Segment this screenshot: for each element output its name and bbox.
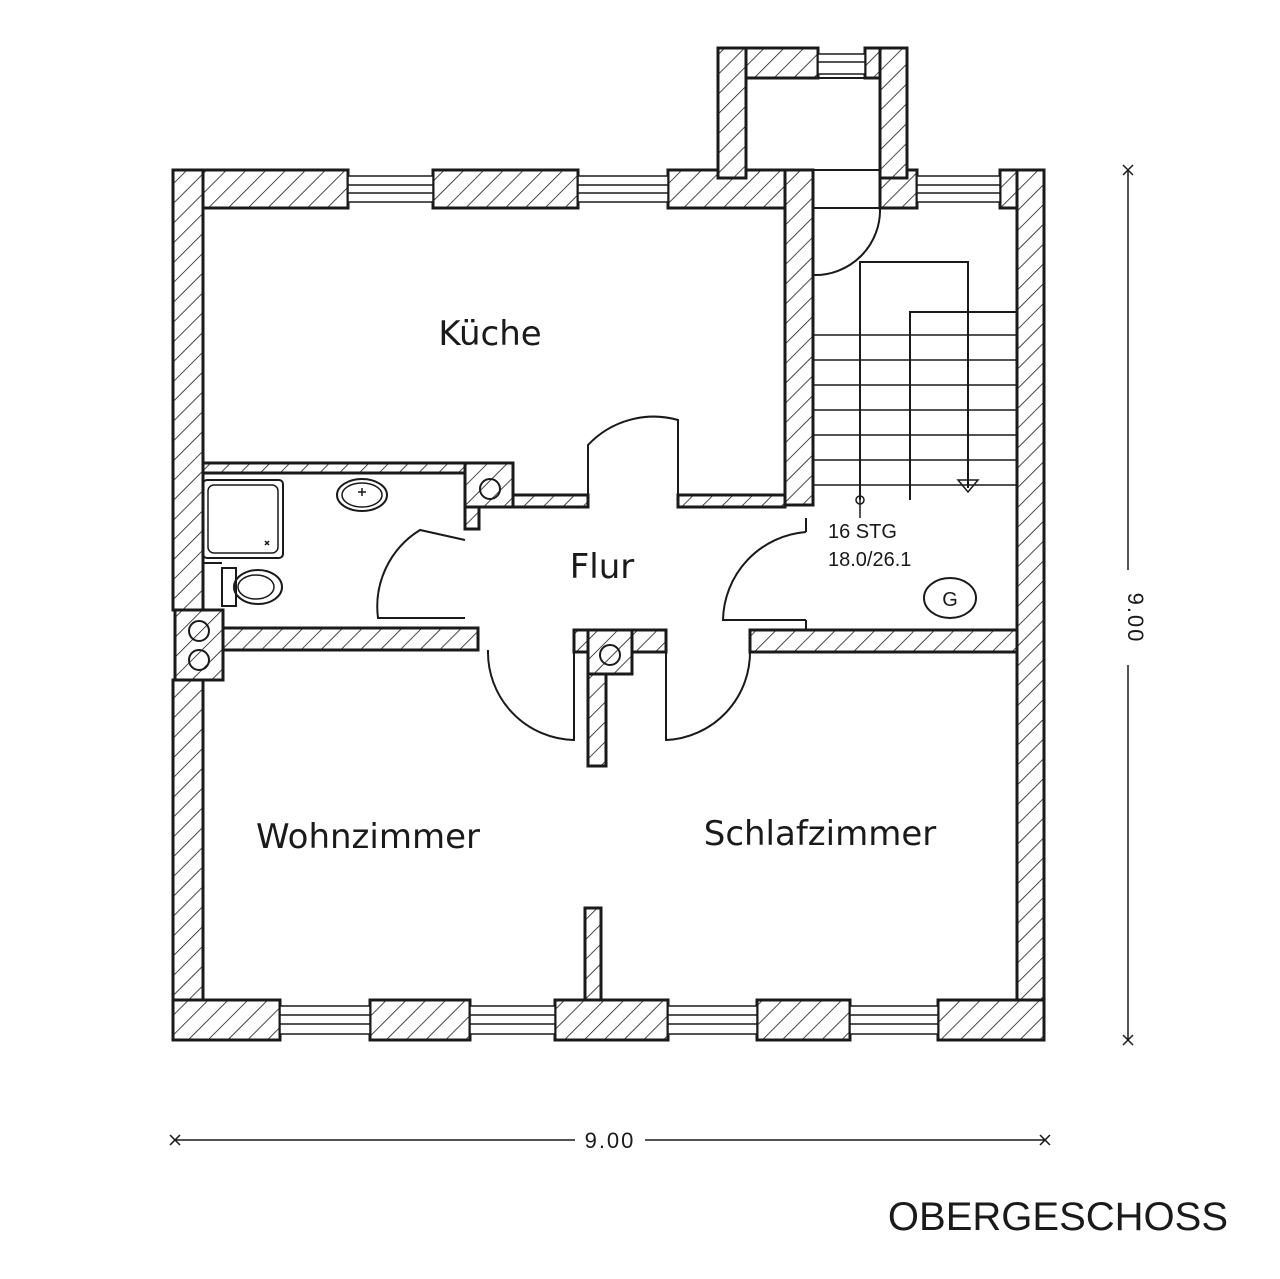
- dimension-height-label: 9.00: [1123, 593, 1148, 644]
- room-label-wohnzimmer: Wohnzimmer: [256, 817, 480, 857]
- annex: [716, 46, 909, 180]
- stair-steps-label: 16 STG: [828, 521, 897, 543]
- dimension-vertical: 9.00: [1122, 164, 1148, 1046]
- chimney-flues: [188, 478, 621, 671]
- gas-meter-label: G: [942, 589, 958, 611]
- room-label-kueche: Küche: [438, 314, 541, 354]
- room-label-flur: Flur: [570, 547, 635, 587]
- interior-walls: [173, 168, 1019, 1002]
- floor-title: OBERGESCHOSS: [888, 1195, 1228, 1239]
- bathroom-fixtures: [202, 478, 388, 611]
- dimension-horizontal: 9.00: [169, 1128, 1051, 1153]
- exterior-walls: [171, 168, 1046, 1042]
- staircase: [813, 261, 1017, 518]
- windows: [279, 175, 1001, 1035]
- stair-ratio-label: 18.0/26.1: [828, 549, 911, 571]
- gas-meter: G: [923, 577, 977, 619]
- room-label-schlafzimmer: Schlafzimmer: [704, 814, 937, 854]
- dimension-width-label: 9.00: [585, 1128, 636, 1153]
- doors: [376, 207, 882, 742]
